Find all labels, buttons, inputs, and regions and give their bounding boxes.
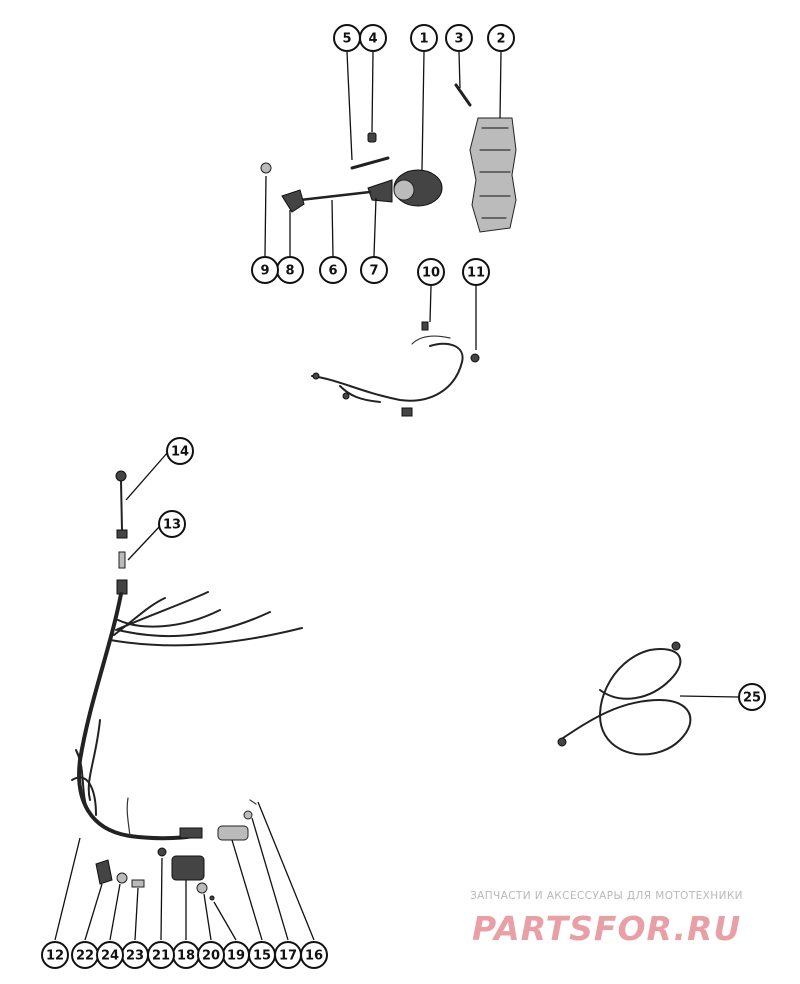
callout-14: 14 <box>166 437 194 465</box>
callout-1: 1 <box>410 24 438 52</box>
watermark-subtitle: ЗАПЧАСТИ И АКСЕССУАРЫ ДЛЯ МОТОТЕХНИКИ <box>470 890 743 902</box>
callout-13: 13 <box>158 510 186 538</box>
callout-16: 16 <box>300 941 328 969</box>
callout-24: 24 <box>96 941 124 969</box>
callout-25: 25 <box>738 683 766 711</box>
callout-circle <box>738 683 766 711</box>
callout-circle <box>96 941 124 969</box>
callout-number: 2 <box>496 32 505 47</box>
callout-6: 6 <box>319 256 347 284</box>
callout-2: 2 <box>487 24 515 52</box>
callout-12: 12 <box>41 941 69 969</box>
callout-circle <box>274 941 302 969</box>
callout-22: 22 <box>71 941 99 969</box>
callout-circle <box>41 941 69 969</box>
callout-circle <box>166 437 194 465</box>
callout-number: 14 <box>171 445 189 460</box>
callout-circle <box>333 24 361 52</box>
callout-number: 10 <box>422 266 440 281</box>
coil-assembly <box>260 83 517 233</box>
callout-circle <box>251 256 279 284</box>
callout-number: 9 <box>260 264 269 279</box>
callout-number: 24 <box>101 949 119 964</box>
leader-lines <box>54 51 739 941</box>
callout-4: 4 <box>359 24 387 52</box>
callout-number: 23 <box>126 949 144 964</box>
watermark-logo-text: PARTSFOR.RU <box>472 909 741 948</box>
watermark: ЗАПЧАСТИ И АКСЕССУАРЫ ДЛЯ МОТОТЕХНИКИ PA… <box>470 890 795 948</box>
callout-3: 3 <box>445 24 473 52</box>
callout-number: 11 <box>467 266 485 281</box>
callout-number: 4 <box>368 32 377 47</box>
callout-18: 18 <box>172 941 200 969</box>
callout-number: 13 <box>163 518 181 533</box>
callout-15: 15 <box>248 941 276 969</box>
callout-circle <box>197 941 225 969</box>
callout-number: 5 <box>342 32 351 47</box>
callout-circle <box>445 24 473 52</box>
callout-circle <box>319 256 347 284</box>
callout-number: 6 <box>328 264 337 279</box>
callout-23: 23 <box>121 941 149 969</box>
callout-7: 7 <box>360 256 388 284</box>
callout-10: 10 <box>417 258 445 286</box>
callout-number: 19 <box>227 949 245 964</box>
small-harness <box>311 321 480 417</box>
callout-number: 1 <box>419 32 428 47</box>
ground-cable <box>557 641 692 756</box>
callout-number: 18 <box>177 949 195 964</box>
callout-circle <box>360 256 388 284</box>
callout-21: 21 <box>147 941 175 969</box>
callout-circle <box>487 24 515 52</box>
callout-number: 20 <box>202 949 220 964</box>
callout-number: 16 <box>305 949 323 964</box>
callout-number: 25 <box>743 691 761 706</box>
callout-circle <box>410 24 438 52</box>
callout-5: 5 <box>333 24 361 52</box>
callout-number: 22 <box>76 949 94 964</box>
callout-circle <box>462 258 490 286</box>
callout-number: 7 <box>369 264 378 279</box>
callout-number: 21 <box>152 949 170 964</box>
callout-number: 15 <box>253 949 271 964</box>
callout-8: 8 <box>276 256 304 284</box>
callout-number: 12 <box>46 949 64 964</box>
callout-number: 3 <box>454 32 463 47</box>
callout-9: 9 <box>251 256 279 284</box>
callout-20: 20 <box>197 941 225 969</box>
callout-number: 8 <box>285 264 294 279</box>
main-harness <box>71 470 303 901</box>
callout-circle <box>158 510 186 538</box>
callout-circle <box>417 258 445 286</box>
callout-number: 17 <box>279 949 297 964</box>
watermark-logo: PARTSFOR.RU <box>472 909 741 948</box>
callout-11: 11 <box>462 258 490 286</box>
callout-19: 19 <box>222 941 250 969</box>
callout-17: 17 <box>274 941 302 969</box>
